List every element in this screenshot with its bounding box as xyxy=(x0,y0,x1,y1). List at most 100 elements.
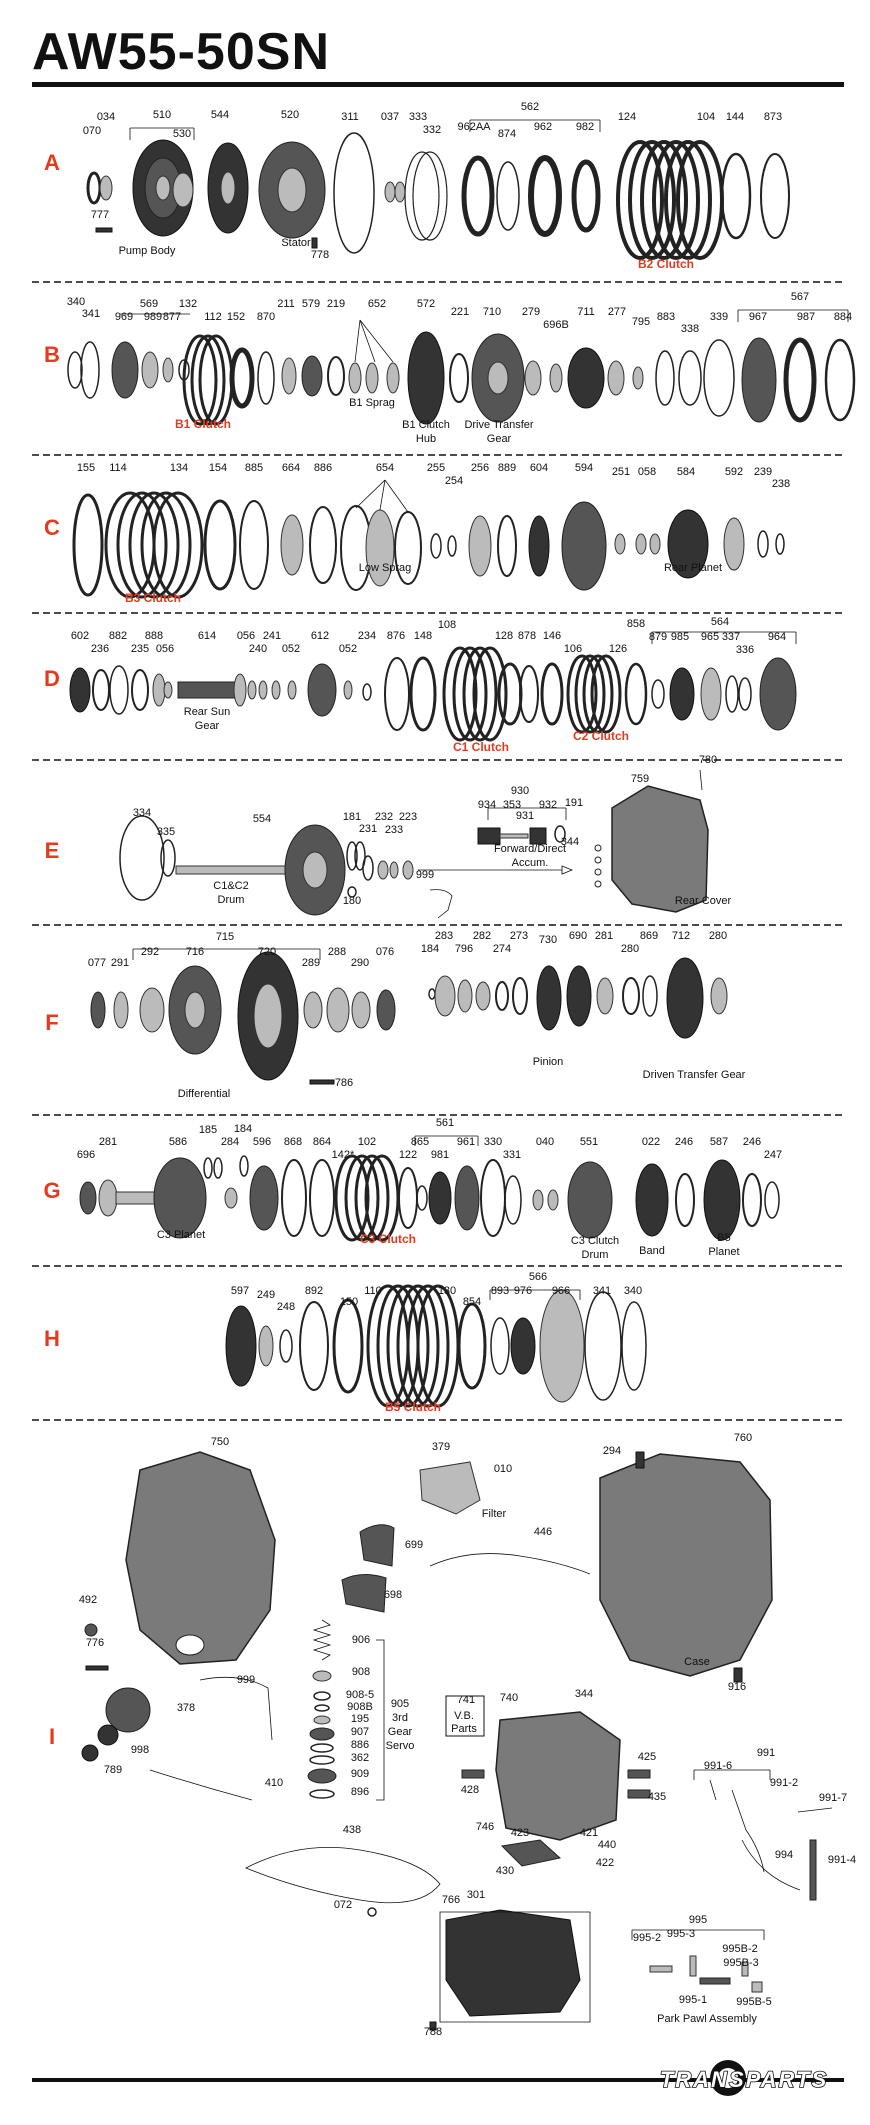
part-number-label: 776 xyxy=(86,1637,104,1649)
part-number-label: 337 xyxy=(722,631,740,643)
part-number-label: 340 xyxy=(624,1285,642,1297)
part-number-label: 597 xyxy=(231,1285,249,1297)
part-number-label: 998 xyxy=(131,1744,149,1756)
part-number-label: 594 xyxy=(575,462,593,474)
part-number-label: 564 xyxy=(711,616,729,628)
part-caption: Differential xyxy=(178,1088,230,1100)
part-number-label: 858 xyxy=(627,618,645,630)
part-number-label: 108 xyxy=(438,619,456,631)
part-number-label: 699 xyxy=(405,1539,423,1551)
part-number-label: 056 xyxy=(156,643,174,655)
row-letter-h: H xyxy=(44,1326,60,1351)
part-number-label: 211 xyxy=(277,298,295,310)
part-number-label: 592 xyxy=(725,466,743,478)
part-number-label: 130 xyxy=(438,1285,456,1297)
part-number-label: 274 xyxy=(493,943,511,955)
clutch-label: B1 Clutch xyxy=(175,417,231,431)
servo-stack xyxy=(307,1619,337,1799)
part-caption: 905 xyxy=(391,1698,409,1710)
part-number-label: 874 xyxy=(498,128,516,140)
part-number-label: 335 xyxy=(157,826,175,838)
part-number-label: 602 xyxy=(71,630,89,642)
part-number-label: 150 xyxy=(340,1296,358,1308)
clutch-label: C2 Clutch xyxy=(573,729,629,743)
part-number-label: 056 xyxy=(237,630,255,642)
part-number-label: 906 xyxy=(352,1634,370,1646)
part-number-label: 279 xyxy=(522,306,540,318)
page-title: AW55-50SN xyxy=(32,23,330,81)
part-number-label: 934 xyxy=(478,799,496,811)
part-number-label: 246 xyxy=(743,1136,761,1148)
part-number-label: 759 xyxy=(631,773,649,785)
part-number-label: 152 xyxy=(227,311,245,323)
part-number-label: 567 xyxy=(791,291,809,303)
part-caption: Parts xyxy=(451,1723,477,1735)
part-number-label: 110 xyxy=(364,1285,382,1297)
part-number-label: 908 xyxy=(352,1666,370,1678)
part-caption: B1 Sprag xyxy=(349,397,395,409)
part-number-label: 283 xyxy=(435,930,453,942)
part-number-label: 353 xyxy=(503,799,521,811)
part-number-label: 422 xyxy=(596,1857,614,1869)
part-number-label: 873 xyxy=(764,111,782,123)
part-caption: Band xyxy=(639,1245,665,1257)
part-number-label: 112 xyxy=(204,311,222,323)
row-a-parts xyxy=(86,119,790,260)
row-b-parts xyxy=(67,309,856,426)
part-number-label: 889 xyxy=(498,462,516,474)
part-number-label: 596 xyxy=(253,1136,271,1148)
part-number-label: 341 xyxy=(593,1285,611,1297)
part-number-label: 022 xyxy=(642,1136,660,1148)
part-number-label: 379 xyxy=(432,1441,450,1453)
section-dividers xyxy=(32,281,844,1421)
part-number-label: 991 xyxy=(757,1747,775,1759)
part-caption: Stator xyxy=(281,237,311,249)
part-number-label: 562 xyxy=(521,101,539,113)
row-c-parts xyxy=(72,479,785,599)
part-number-label: 238 xyxy=(772,478,790,490)
part-number-label: 236 xyxy=(91,643,109,655)
part-number-label: 654 xyxy=(376,462,394,474)
part-number-label: 569 xyxy=(140,298,158,310)
part-caption: Park Pawl Assembly xyxy=(657,2013,757,2025)
row-letter-a: A xyxy=(44,150,60,175)
part-number-label: 052 xyxy=(339,643,357,655)
part-number-label: 885 xyxy=(245,462,263,474)
part-number-label: 154 xyxy=(209,462,227,474)
footer-rule xyxy=(32,2078,844,2082)
part-number-label: 711 xyxy=(577,306,595,318)
part-number-label: 865 xyxy=(411,1136,429,1148)
part-number-label: 886 xyxy=(351,1739,369,1751)
part-number-label: 249 xyxy=(257,1289,275,1301)
part-number-label: 284 xyxy=(221,1136,239,1148)
part-number-label: 995B-5 xyxy=(736,1996,771,2008)
part-number-label: 332 xyxy=(423,124,441,136)
part-number-label: 132 xyxy=(179,298,197,310)
part-caption: Drum xyxy=(218,894,245,906)
part-number-label: 741 xyxy=(457,1694,475,1706)
part-caption: Gear xyxy=(388,1726,413,1738)
part-number-label: 864 xyxy=(313,1136,331,1148)
part-number-label: 430 xyxy=(496,1865,514,1877)
part-number-label: 999 xyxy=(237,1674,255,1686)
part-number-label: 612 xyxy=(311,630,329,642)
part-number-label: 241 xyxy=(263,630,281,642)
part-caption: Planet xyxy=(708,1246,739,1258)
part-number-label: 981 xyxy=(431,1149,449,1161)
logo-text: TRANSPARTS xyxy=(660,2067,828,2092)
part-number-label: 965 xyxy=(701,631,719,643)
row-letter-d: D xyxy=(44,666,60,691)
part-number-label: 931 xyxy=(516,810,534,822)
part-number-label: 995-3 xyxy=(667,1928,695,1940)
part-number-label: 248 xyxy=(277,1301,295,1313)
part-number-label: 698 xyxy=(384,1589,402,1601)
part-number-label: 554 xyxy=(253,813,271,825)
part-number-label: 233 xyxy=(385,824,403,836)
part-number-label: 884 xyxy=(834,311,852,323)
part-number-label: 114 xyxy=(109,462,127,474)
part-number-label: 072 xyxy=(334,1899,352,1911)
part-number-label: 652 xyxy=(368,298,386,310)
part-number-label: 961 xyxy=(457,1136,475,1148)
part-number-label: 331 xyxy=(503,1149,521,1161)
